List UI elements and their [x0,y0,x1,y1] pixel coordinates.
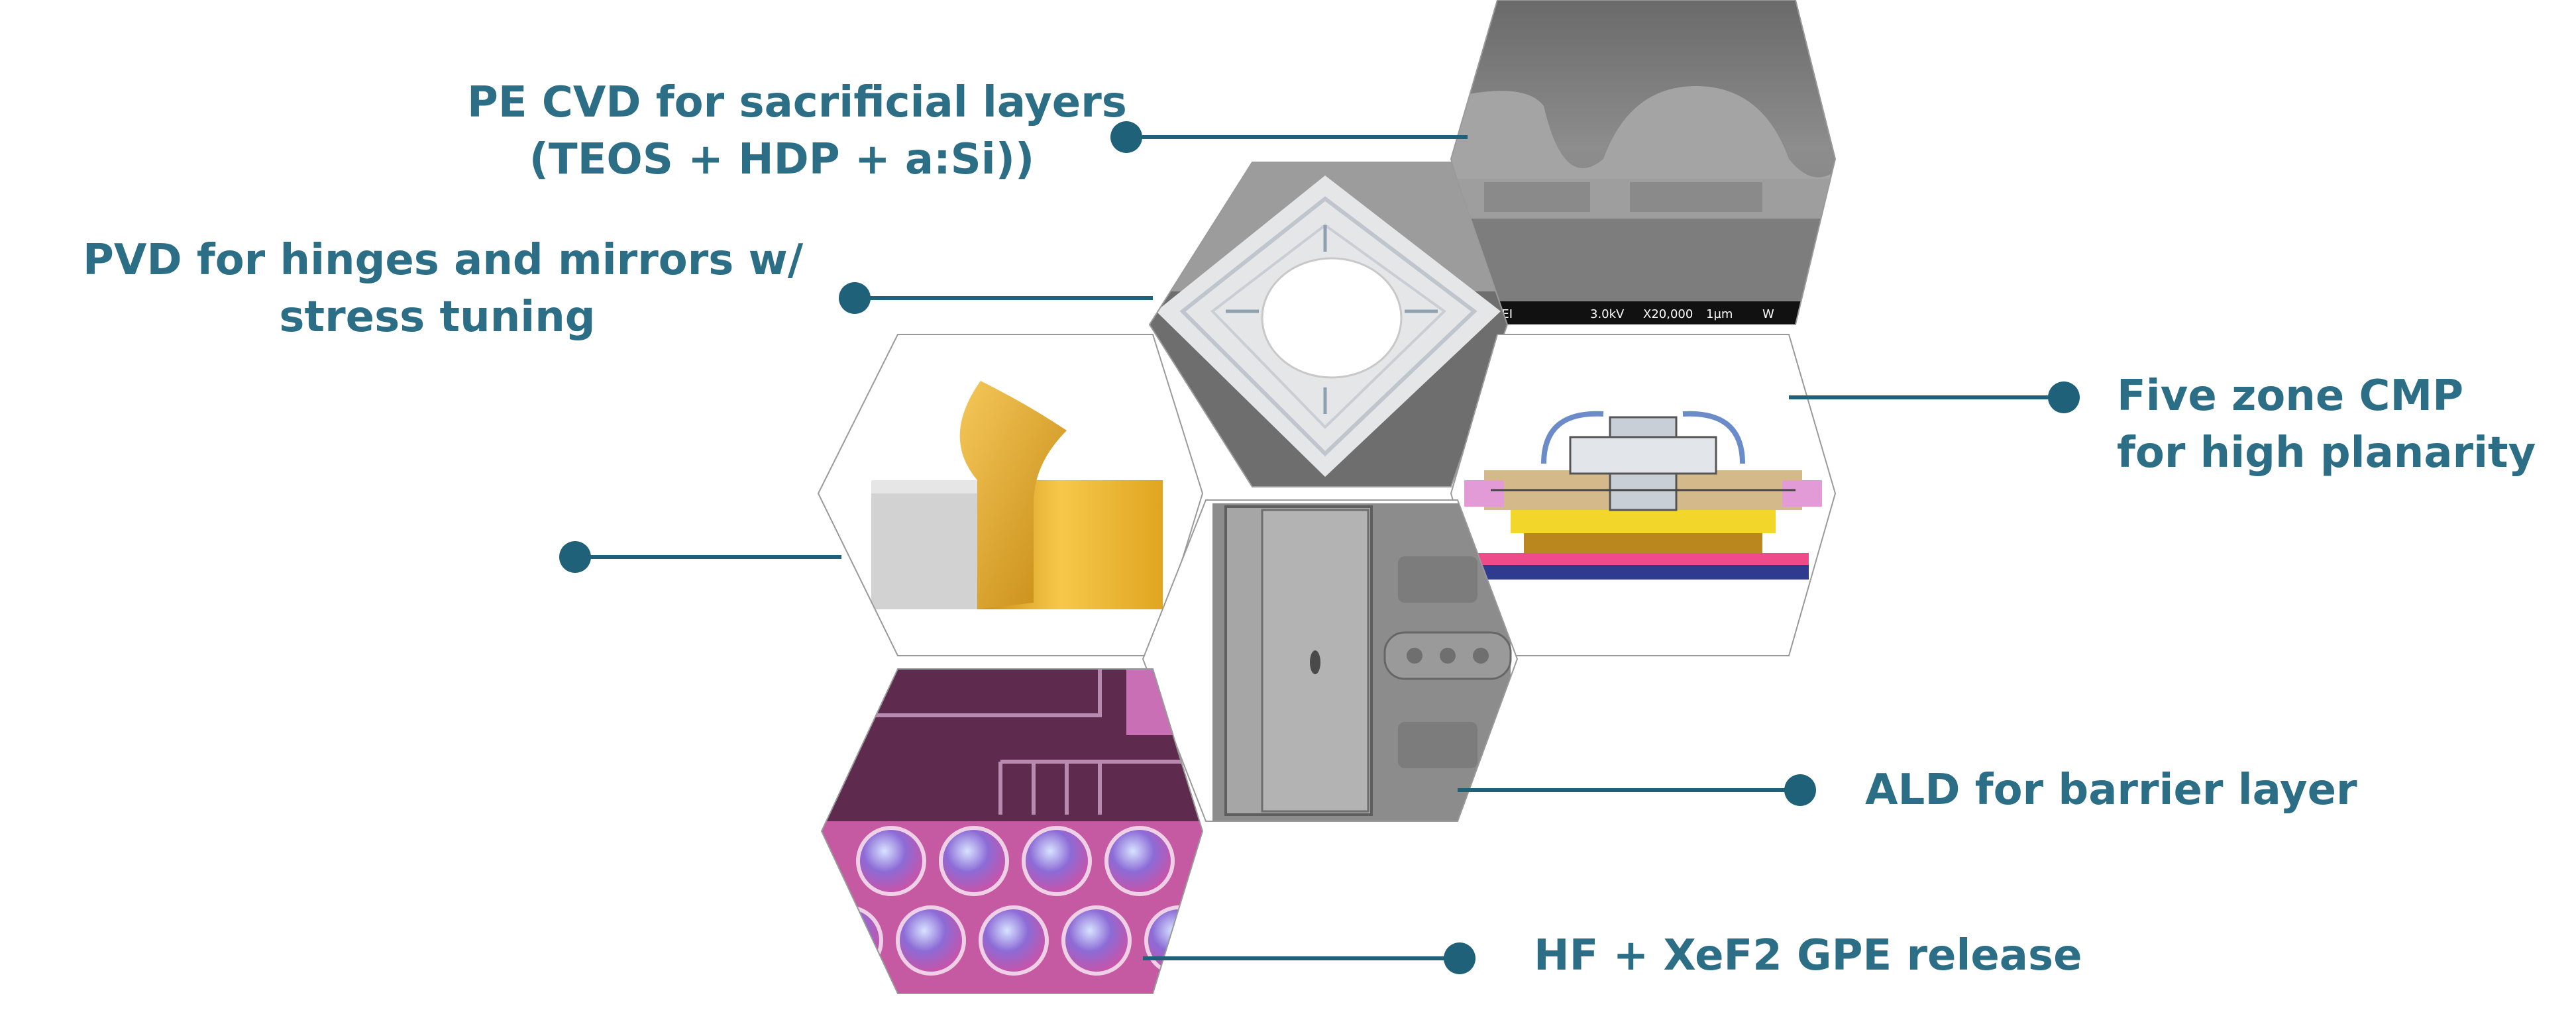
label-pe-cvd-line2: (TEOS + HDP + a:Si)) [529,135,1035,184]
label-cmp: Five zone CMP for high planarity [2117,368,2536,481]
label-pe-cvd: PE CVD for sacrificial layers (TEOS + HD… [467,74,1127,188]
mems-mirror-die-image [1150,162,1507,487]
connector-release [1143,942,1476,974]
micro-mirror-array-image [822,669,1203,993]
label-pe-cvd-line1: PE CVD for sacrificial layers [467,78,1127,127]
sem-hinge-image [1143,500,1517,821]
sem-cross-section-image [1451,0,1835,325]
connector-ald [1458,774,1816,806]
label-pvd-line1: PVD for hinges and mirrors w/ [83,236,804,285]
connector-foil [559,541,841,573]
label-cmp-line2: for high planarity [2117,429,2536,478]
label-release: HF + XeF2 GPE release [1534,931,2082,980]
label-ald: ALD for barrier layer [1865,766,2357,815]
svg-text:W: W [1762,307,1774,321]
svg-text:X20,000: X20,000 [1643,307,1693,321]
svg-text:3.0kV: 3.0kV [1590,307,1625,321]
svg-text:1µm: 1µm [1706,307,1733,321]
connector-cmp [1789,381,2080,413]
connector-pvd [839,282,1153,314]
label-pvd: PVD for hinges and mirrors w/ stress tun… [83,232,804,346]
connector-pe-cvd [1110,121,1468,153]
label-cmp-line1: Five zone CMP [2117,372,2464,421]
gold-foil-peel-image [818,334,1203,656]
label-pvd-line2: stress tuning [279,293,596,342]
cmp-head-diagram-image [1451,334,1835,656]
